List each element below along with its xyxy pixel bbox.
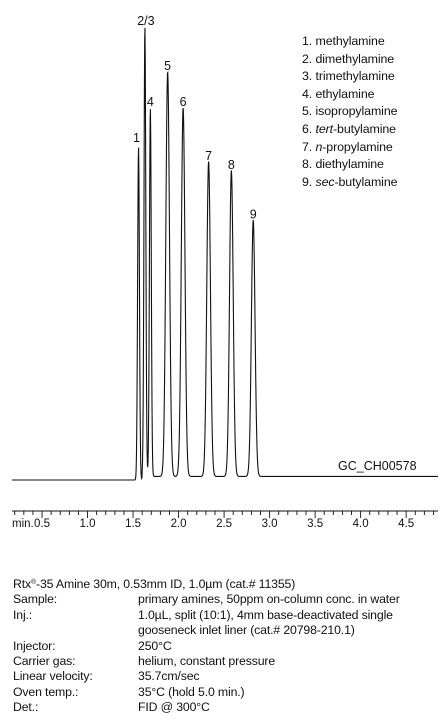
x-tick-label: 4.5	[398, 518, 414, 530]
peak-label: 4	[147, 95, 154, 109]
condition-key: Injector:	[13, 638, 56, 653]
legend-item: 5. isopropylamine	[302, 104, 398, 119]
peak-label: 7	[205, 149, 212, 163]
condition-row: Sample: primary amines, 50ppm on-column c…	[13, 592, 400, 607]
legend-item: 7. n-propylamine	[302, 139, 393, 154]
chromatogram-trace	[12, 27, 438, 481]
peak-label: 2/3	[137, 14, 154, 28]
condition-value: primary amines, 50ppm on-column conc. in…	[138, 592, 400, 607]
condition-key: Linear velocity:	[13, 669, 93, 684]
legend-item: 9. sec-butylamine	[302, 174, 398, 189]
condition-value: 1.0µL, split (10:1), 4mm base-deactivate…	[138, 607, 393, 622]
condition-row: gooseneck inlet liner (cat.# 20798-210.1…	[13, 623, 400, 638]
condition-key: Det.:	[13, 700, 39, 715]
condition-rows: Sample: primary amines, 50ppm on-column c…	[13, 592, 400, 715]
chromatogram-id: GC_CH00578	[338, 459, 417, 473]
condition-row: Det.: FID @ 300°C	[13, 700, 400, 715]
condition-key: Oven temp.:	[13, 684, 79, 699]
condition-row: Inj.: 1.0µL, split (10:1), 4mm base-deact…	[13, 608, 400, 623]
chromatogram: 0.5 1.0 1.5 2.0 2.5 3.0 3.5 4.0 4.5 1 2/3 4 5 6 7 8 9 m…	[12, 14, 438, 530]
legend-item: 8. diethylamine	[302, 157, 384, 172]
condition-row: Oven temp.: 35°C (hold 5.0 min.)	[13, 685, 400, 700]
column-brand: Rtx	[13, 577, 31, 591]
condition-row: Carrier gas: helium, constant pressure	[13, 654, 400, 669]
condition-value: 250°C	[138, 638, 172, 653]
x-tick-label: 1.0	[80, 518, 96, 530]
x-tick-label: 1.5	[125, 518, 141, 530]
column-spec: -35 Amine 30m, 0.53mm ID, 1.0µm (cat.# 1…	[36, 577, 296, 591]
peak-label: 9	[250, 208, 257, 222]
x-tick-label: 2.0	[171, 518, 187, 530]
x-tick-label: 4.0	[353, 518, 369, 530]
condition-key: Sample:	[13, 592, 58, 607]
analysis-conditions: Rtx®-35 Amine 30m, 0.53mm ID, 1.0µm (cat…	[13, 575, 400, 716]
condition-key	[13, 623, 138, 638]
condition-row: Injector: 250°C	[13, 639, 400, 654]
peak-label: 8	[228, 158, 235, 172]
x-tick-label: 0.5	[34, 518, 50, 530]
legend-item: 3. trimethylamine	[302, 69, 395, 84]
legend-item: 6. tert-butylamine	[302, 121, 396, 136]
condition-key: Inj.:	[13, 607, 33, 622]
x-tick-label: 3.0	[262, 518, 278, 530]
condition-row: Linear velocity: 35.7cm/sec	[13, 669, 400, 684]
x-axis-ticks	[14, 511, 434, 518]
x-axis-label: min.	[12, 518, 34, 530]
peak-label: 6	[180, 95, 187, 109]
condition-value: gooseneck inlet liner (cat.# 20798-210.1…	[138, 623, 355, 638]
peak-label: 5	[164, 59, 171, 73]
peak-labels: 1 2/3 4 5 6 7 8 9	[133, 14, 257, 222]
condition-key: Carrier gas:	[13, 654, 76, 669]
x-axis-tick-labels: 0.5 1.0 1.5 2.0 2.5 3.0 3.5 4.0 4.5	[34, 518, 414, 530]
legend-item: 4. ethylamine	[302, 86, 375, 101]
legend-item: 2. dimethylamine	[302, 51, 395, 66]
peak-label: 1	[133, 131, 140, 145]
condition-value: FID @ 300°C	[138, 700, 210, 715]
x-tick-label: 3.5	[307, 518, 323, 530]
x-tick-label: 2.5	[216, 518, 232, 530]
condition-value: 35.7cm/sec	[138, 669, 200, 684]
registered-mark: ®	[31, 579, 37, 586]
condition-value: 35°C (hold 5.0 min.)	[138, 684, 245, 699]
legend-item: 1. methylamine	[302, 34, 385, 48]
peak-legend: 1. methylamine 2. dimethylamine 3. trimeth…	[302, 33, 398, 191]
column-description: Rtx®-35 Amine 30m, 0.53mm ID, 1.0µm (cat…	[13, 575, 400, 592]
condition-value: helium, constant pressure	[138, 654, 276, 669]
